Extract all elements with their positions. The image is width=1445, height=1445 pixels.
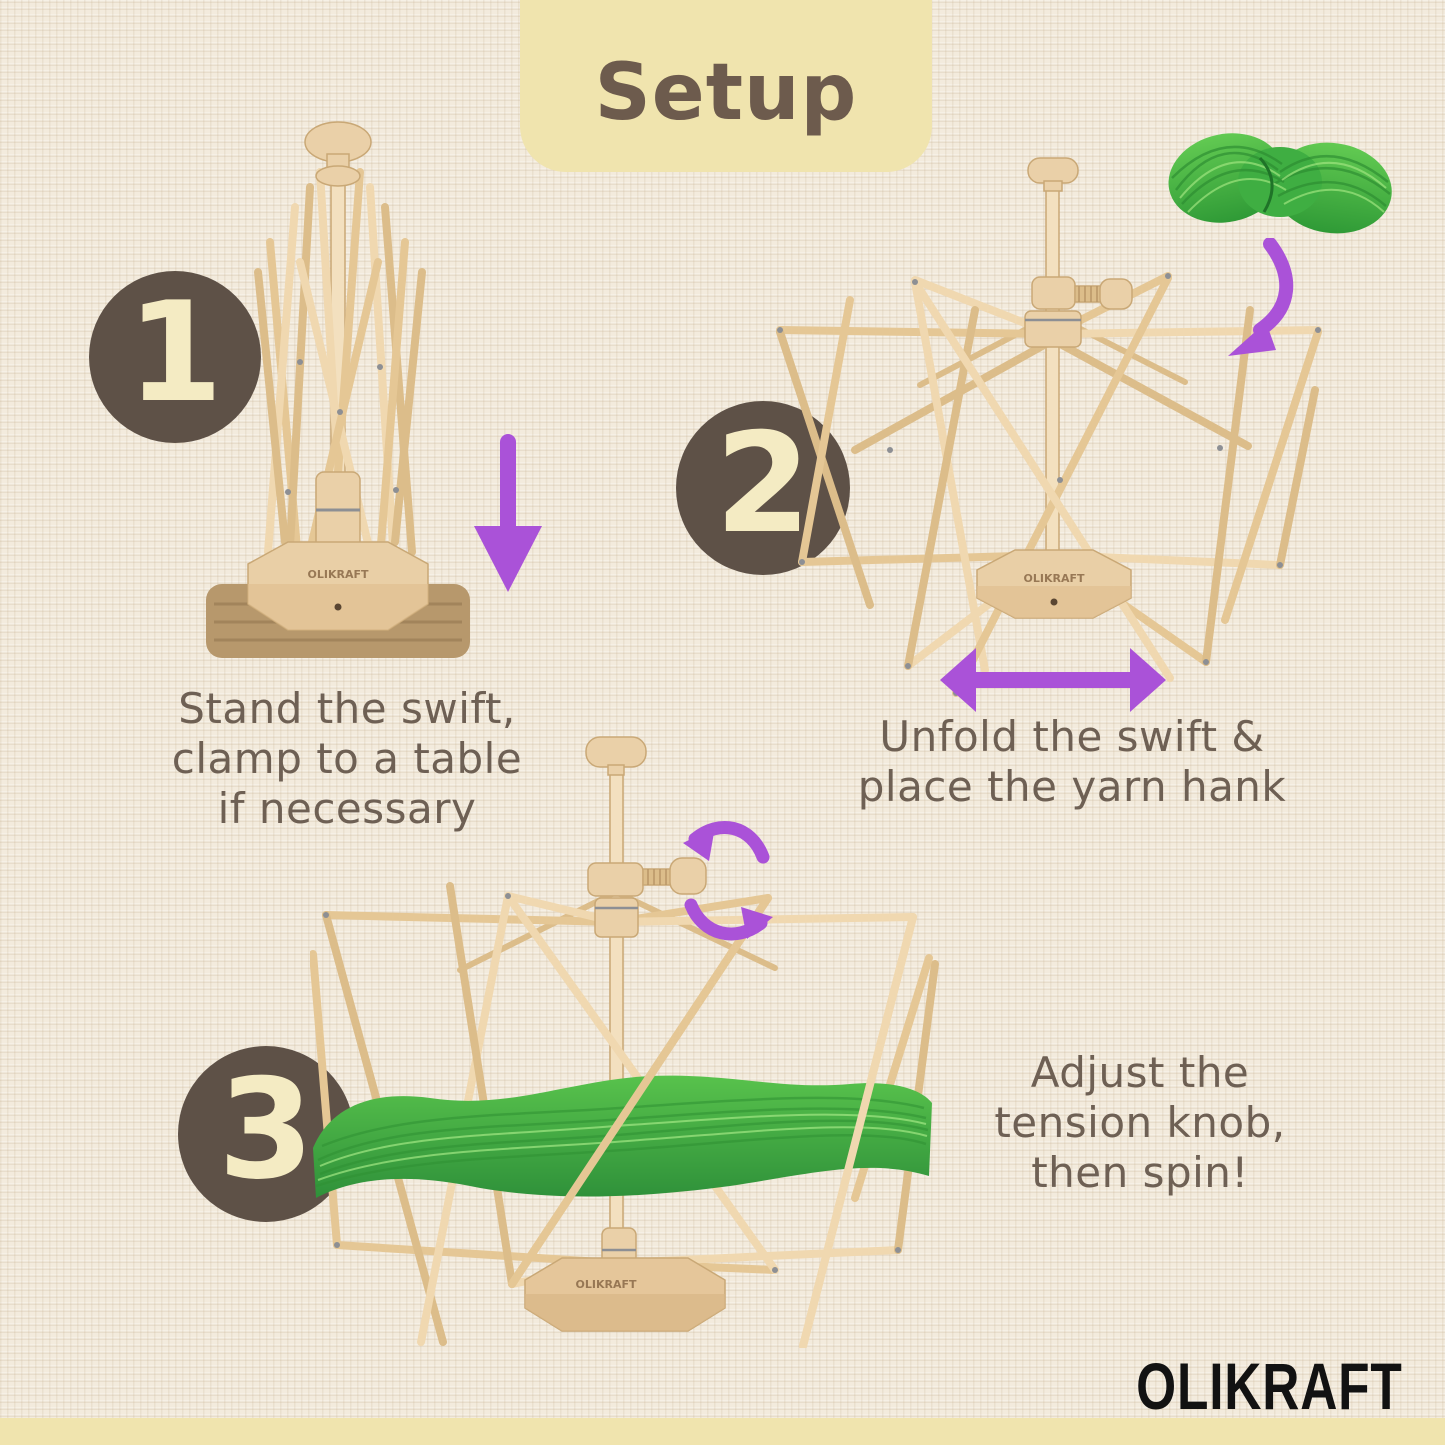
caption-line: then spin! [1031,1148,1249,1197]
top-knob [585,736,647,768]
bottom-accent-strip [0,1418,1445,1445]
caption-line: place the yarn hank [857,762,1287,811]
base-stamp: OLIKRAFT [1024,572,1085,585]
step-2-badge: 2 [676,401,850,575]
tension-knob [1099,278,1133,310]
tension-knob [669,857,707,895]
caption-line: if necessary [217,784,477,833]
step-3-number: 3 [217,1049,315,1210]
step-2-caption: Unfold the swift & place the yarn hank [842,712,1302,812]
base-stamp: OLIKRAFT [576,1278,637,1291]
swift-hub [594,897,639,938]
caption-line: clamp to a table [171,734,523,783]
swift-with-yarn-illustration: OLIKRAFT [310,736,939,1348]
step-3-caption: Adjust the tension knob, then spin! [950,1048,1330,1198]
step-2-number: 2 [714,403,812,564]
caption-line: Stand the swift, [178,684,516,733]
title-banner: Setup [520,0,932,172]
caption-line: Adjust the [1030,1048,1250,1097]
horizontal-double-arrow-icon [940,648,1166,712]
top-knob [1027,157,1079,184]
tension-collar [1031,276,1076,310]
brand-logo: OLIKRAFT [1136,1349,1403,1423]
curved-down-arrow-icon [1228,238,1294,356]
page-title: Setup [594,48,858,138]
base-stamp: OLIKRAFT [308,568,369,581]
unfolded-swift-illustration: OLIKRAFT [776,157,1322,697]
caption-line: Unfold the swift & [879,712,1265,761]
step-1-badge: 1 [89,271,261,443]
step-1-number: 1 [126,272,224,433]
swift-hub [1024,310,1082,348]
folded-swift-illustration: OLIKRAFT [206,121,470,658]
step-1-caption: Stand the swift, clamp to a table if nec… [147,684,547,834]
tension-collar [587,862,644,897]
down-arrow-icon [474,434,542,592]
yarn-band [313,1075,932,1198]
rotate-arrows-icon [683,820,773,941]
yarn-hank-illustration [1168,133,1392,234]
caption-line: tension knob, [994,1098,1286,1147]
